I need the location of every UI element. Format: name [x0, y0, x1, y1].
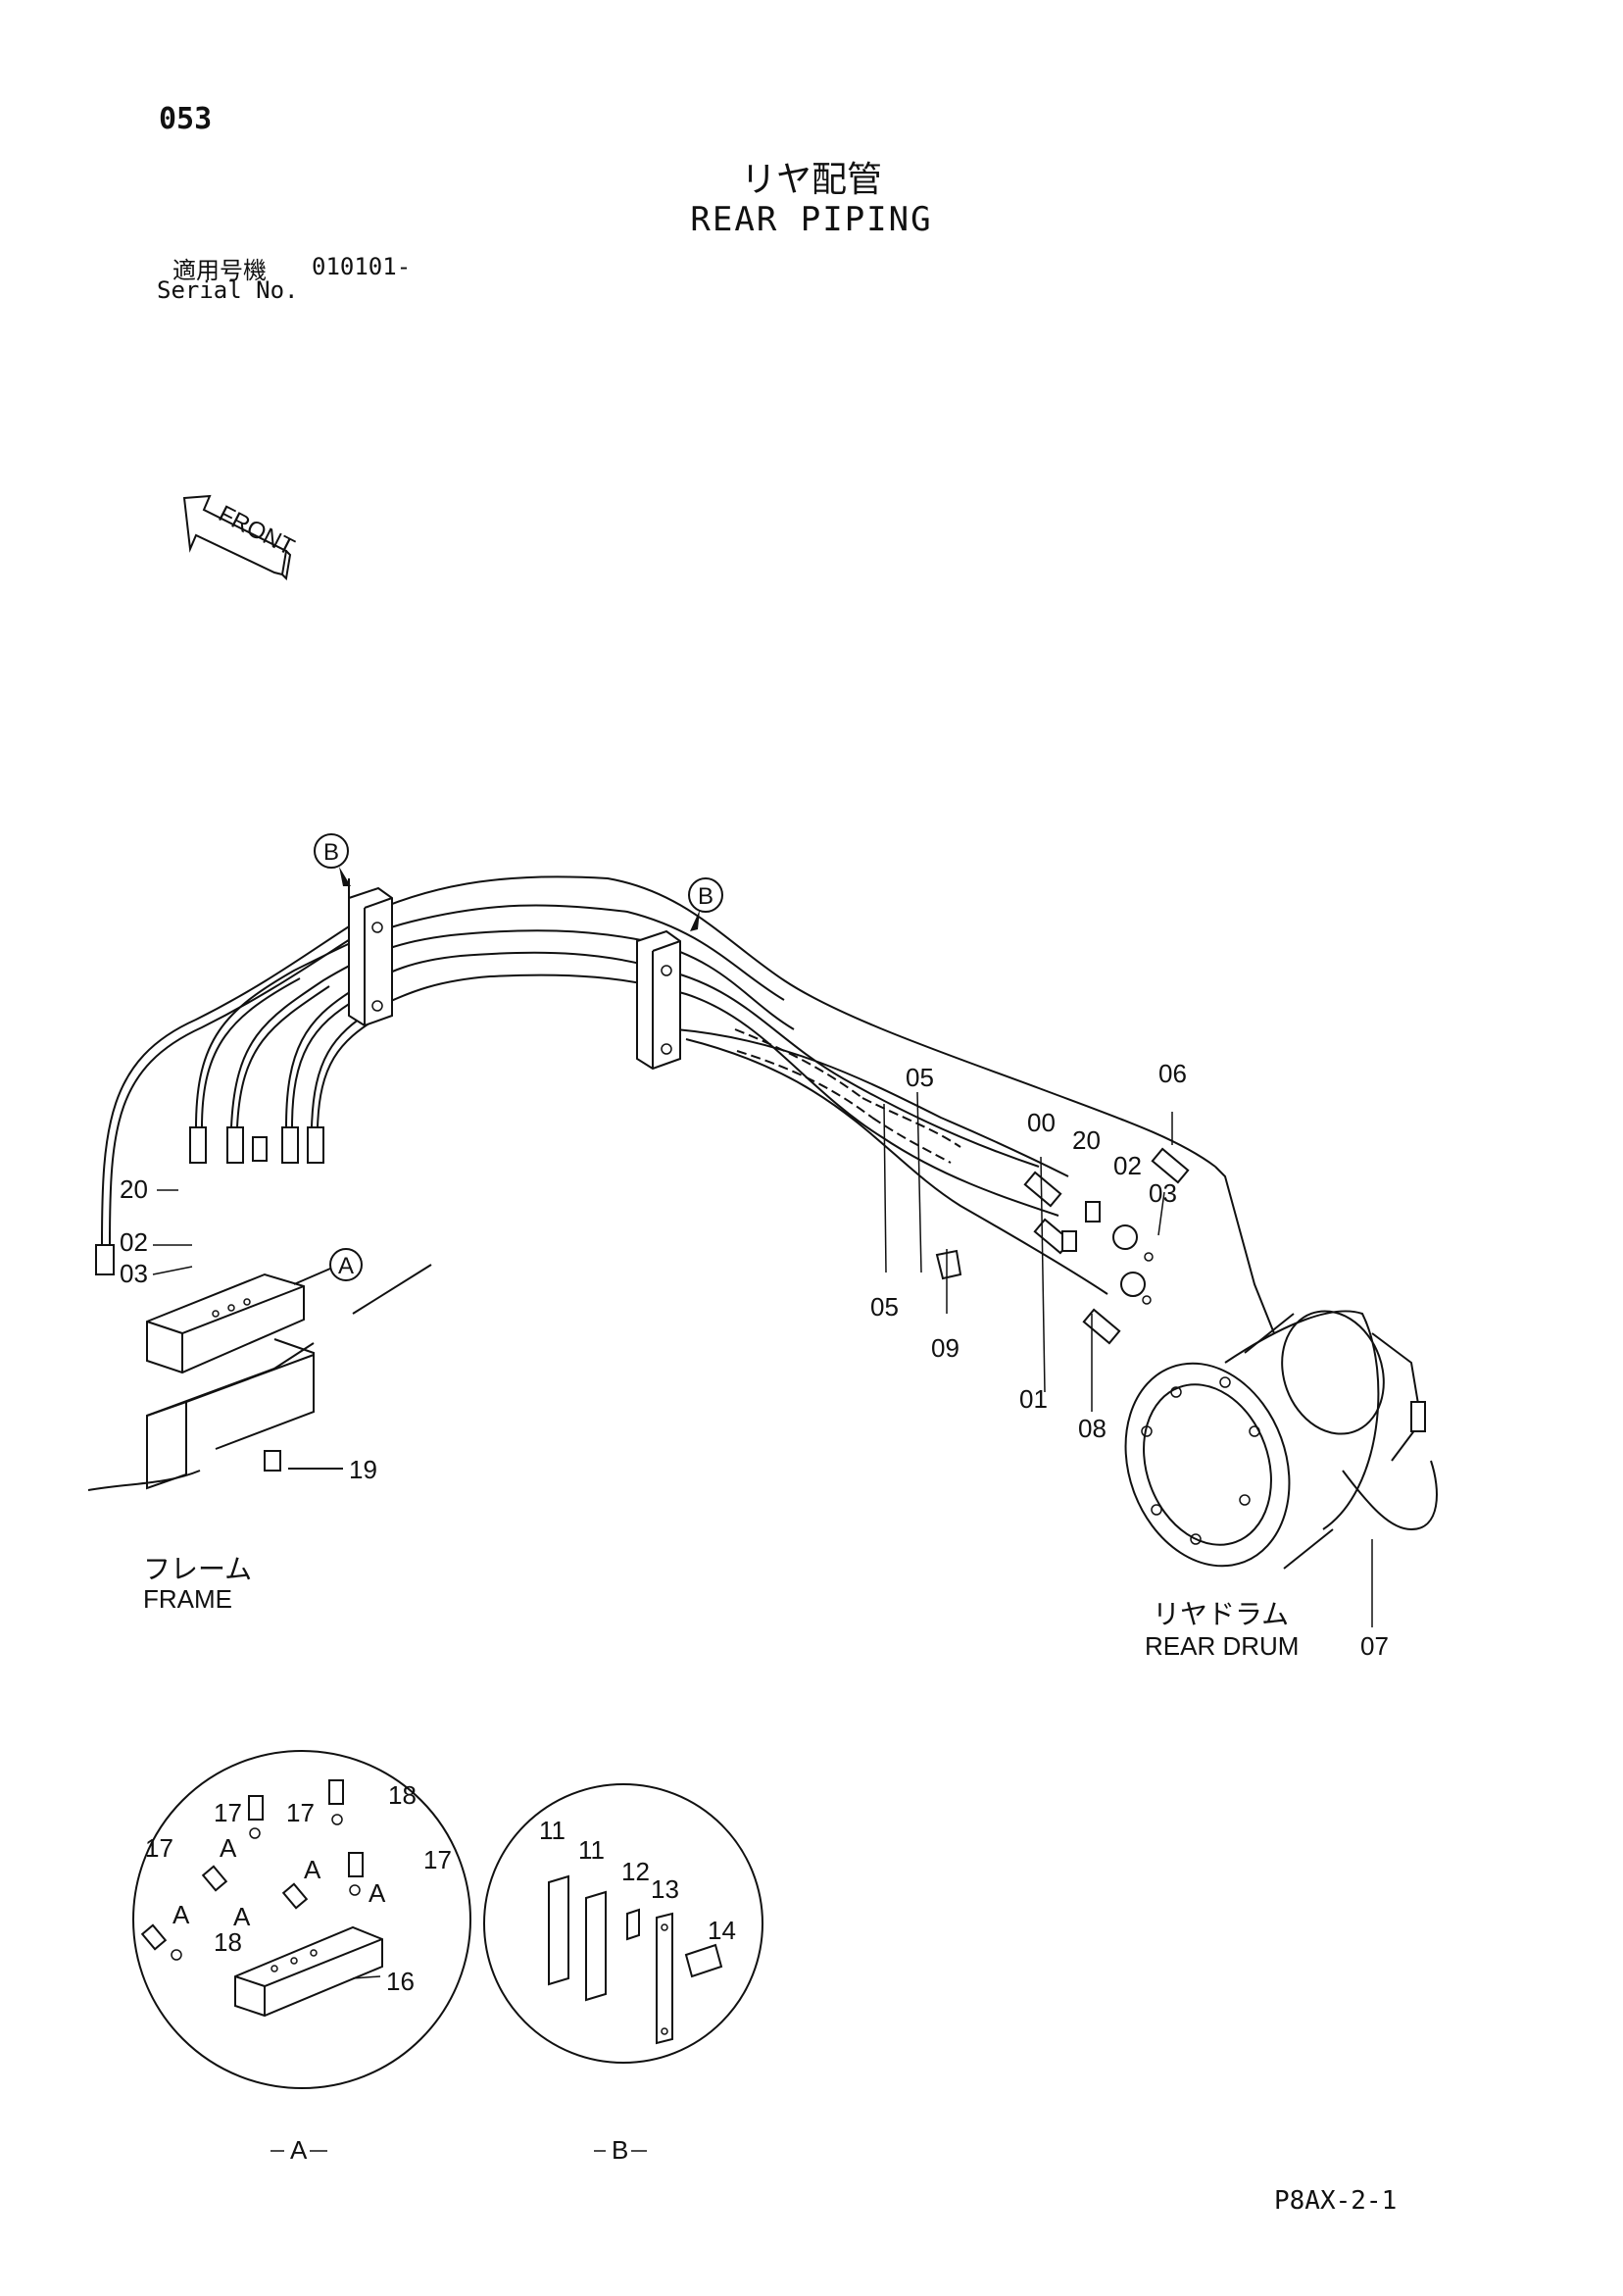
callout-20-left: 20 — [120, 1174, 148, 1204]
marker-a-2: A — [304, 1855, 321, 1884]
drum-label: リヤドラム REAR DRUM — [1145, 1598, 1299, 1661]
callout-02-left: 02 — [120, 1227, 148, 1257]
callout-labels: 05 05 00 20 02 03 06 09 01 08 07 20 02 0… — [120, 1059, 1389, 1661]
callout-02-right: 02 — [1113, 1151, 1142, 1180]
clamp-b-right — [636, 929, 681, 1071]
drum-label-english: REAR DRUM — [1145, 1631, 1299, 1661]
page-title: REAR PIPING — [690, 200, 933, 239]
marker-a-4: A — [172, 1900, 190, 1929]
callout-07: 07 — [1360, 1631, 1389, 1661]
callout-17-a1: 17 — [214, 1798, 242, 1827]
callout-13: 13 — [651, 1874, 679, 1904]
serial-label-japanese: 適用号機 — [172, 257, 267, 284]
callout-16: 16 — [386, 1967, 415, 1996]
svg-text:B: B — [698, 883, 713, 910]
detail-b: B 11 11 12 13 14 — [483, 1783, 763, 2165]
callout-05-lower: 05 — [870, 1292, 899, 1322]
page-number: 053 — [159, 102, 213, 136]
callout-12: 12 — [621, 1857, 650, 1886]
leader-lines — [152, 1091, 1373, 1627]
title-japanese: リヤ配管 — [740, 160, 882, 200]
svg-text:B: B — [323, 839, 339, 866]
serial-label: Serial No. — [157, 276, 299, 304]
frame-label-english: FRAME — [143, 1584, 232, 1614]
marker-a: A — [293, 1248, 363, 1285]
spiral-guards — [734, 1028, 961, 1164]
callout-20-right: 20 — [1072, 1125, 1101, 1155]
marker-b-right: B — [688, 877, 723, 931]
drum-label-japanese: リヤドラム — [1153, 1598, 1289, 1630]
callout-18-a2: 18 — [214, 1927, 242, 1957]
rear-drum — [1124, 1310, 1426, 1570]
front-label: FRONT — [215, 501, 299, 562]
detail-a: A 17 17 18 17 17 18 16 A A A A A — [132, 1750, 471, 2165]
marker-b-left: B — [314, 833, 351, 886]
callout-14: 14 — [708, 1916, 736, 1945]
serial-number-value: 010101- — [312, 253, 412, 280]
callout-00: 00 — [1027, 1108, 1056, 1137]
callout-18-a1: 18 — [388, 1780, 417, 1810]
detail-b-label: B — [612, 2135, 628, 2165]
callout-17-a3: 17 — [145, 1833, 173, 1863]
page-code: P8AX-2-1 — [1274, 2186, 1398, 2216]
marker-a-5: A — [233, 1902, 251, 1931]
valve-block-a — [146, 1273, 305, 1374]
marker-a-3: A — [369, 1878, 386, 1908]
front-arrow-icon: FRONT — [182, 494, 299, 581]
right-fittings — [935, 1147, 1190, 1345]
callout-06: 06 — [1158, 1059, 1187, 1088]
frame-label-japanese: フレーム — [143, 1553, 252, 1585]
callout-01: 01 — [1019, 1384, 1048, 1414]
detail-a-label: A — [290, 2135, 308, 2165]
svg-text:A: A — [338, 1253, 354, 1279]
callout-19: 19 — [349, 1455, 377, 1484]
callout-03-right: 03 — [1149, 1178, 1177, 1208]
callout-05-upper: 05 — [906, 1063, 934, 1092]
clamp-b-left — [348, 878, 393, 1027]
callout-17-a4: 17 — [423, 1845, 452, 1874]
frame — [87, 1264, 432, 1491]
callout-09: 09 — [931, 1333, 959, 1363]
callout-11-right: 11 — [578, 1835, 605, 1865]
callout-08: 08 — [1078, 1414, 1107, 1443]
callout-03-left: 03 — [120, 1259, 148, 1288]
left-fittings — [95, 1126, 324, 1275]
callout-11-left: 11 — [539, 1816, 566, 1845]
frame-label: フレーム FRAME — [143, 1553, 252, 1614]
callout-17-a2: 17 — [286, 1798, 315, 1827]
marker-a-1: A — [220, 1833, 237, 1863]
